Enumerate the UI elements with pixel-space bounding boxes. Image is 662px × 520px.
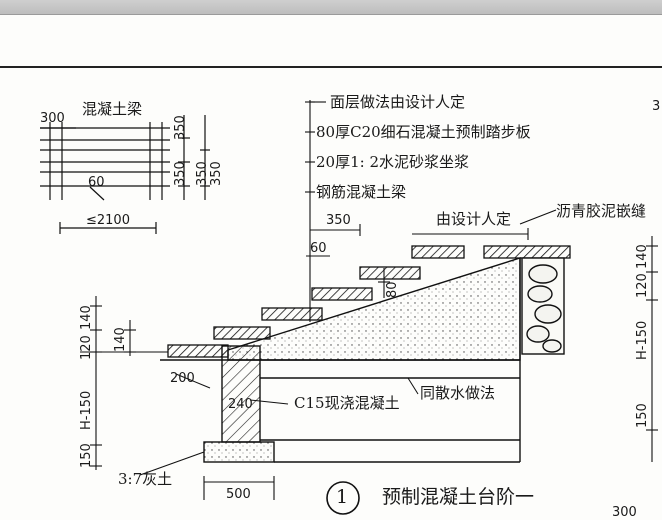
callout-mortar: 20厚1: 2水泥砂浆坐浆 (316, 153, 469, 171)
dim-500: 500 (226, 487, 251, 502)
lower-leaders (175, 373, 419, 405)
detail-number: 1 (336, 486, 349, 508)
top-dimension-lines (306, 209, 557, 298)
callout-asphalt: 沥青胶泥嵌缝 (556, 202, 647, 220)
callout-surface: 面层做法由设计人定 (330, 93, 466, 111)
dim-350: 350 (326, 213, 351, 228)
dim-80: 80 (385, 281, 400, 298)
callout-by-designer: 由设计人定 (436, 210, 512, 228)
dim-right-150: 150 (635, 403, 650, 428)
left-dimension-chain (80, 296, 168, 470)
beam-span-dim: ≤2100 (86, 213, 130, 228)
dim-left-120: 120 (79, 335, 94, 360)
dim-left-h150: H-150 (79, 390, 94, 430)
beam-dim-350-far: 350 (209, 161, 224, 186)
callout-leaders (305, 100, 326, 322)
dim-right-3: 3 (652, 99, 661, 114)
beam-dim-350-right: 350 (195, 161, 210, 186)
detail-number-circle (326, 481, 360, 515)
dim-right-120-140: 120 140 (635, 244, 650, 298)
callout-tread: 80厚C20细石混凝土预制踏步板 (316, 123, 531, 141)
dim-60: 60 (310, 241, 327, 256)
beam-detail-title: 混凝土梁 (82, 100, 143, 118)
stone-wall (521, 257, 565, 355)
dim-left-140b: 140 (113, 327, 128, 352)
dim-240: 240 (228, 397, 253, 412)
callout-lime-soil: 3:7灰土 (118, 470, 173, 488)
stair-structure (160, 257, 521, 463)
beam-detail-graphic (40, 115, 210, 234)
callout-c15: C15现浇混凝土 (294, 394, 400, 412)
bottom-dimension (139, 451, 275, 500)
dim-200: 200 (170, 371, 195, 386)
callout-beam: 钢筋混凝土梁 (316, 183, 407, 201)
dim-left-140: 140 (79, 305, 94, 330)
beam-dim-60: 60 (88, 175, 105, 190)
dim-right-h150: H-150 (635, 320, 650, 360)
window-toolbar-strip (0, 0, 662, 15)
beam-dim-350-mid: 350 (173, 161, 188, 186)
callout-same-as: 同散水做法 (420, 384, 496, 402)
drawing-border-line (0, 66, 662, 68)
dim-bottom-300: 300 (612, 505, 637, 520)
right-dimension-chain (646, 236, 658, 462)
beam-dim-350-top: 350 (173, 115, 188, 140)
dim-left-150: 150 (79, 443, 94, 468)
detail-title: 预制混凝土台阶一 (382, 486, 535, 508)
beam-dim-300: 300 (40, 111, 65, 126)
